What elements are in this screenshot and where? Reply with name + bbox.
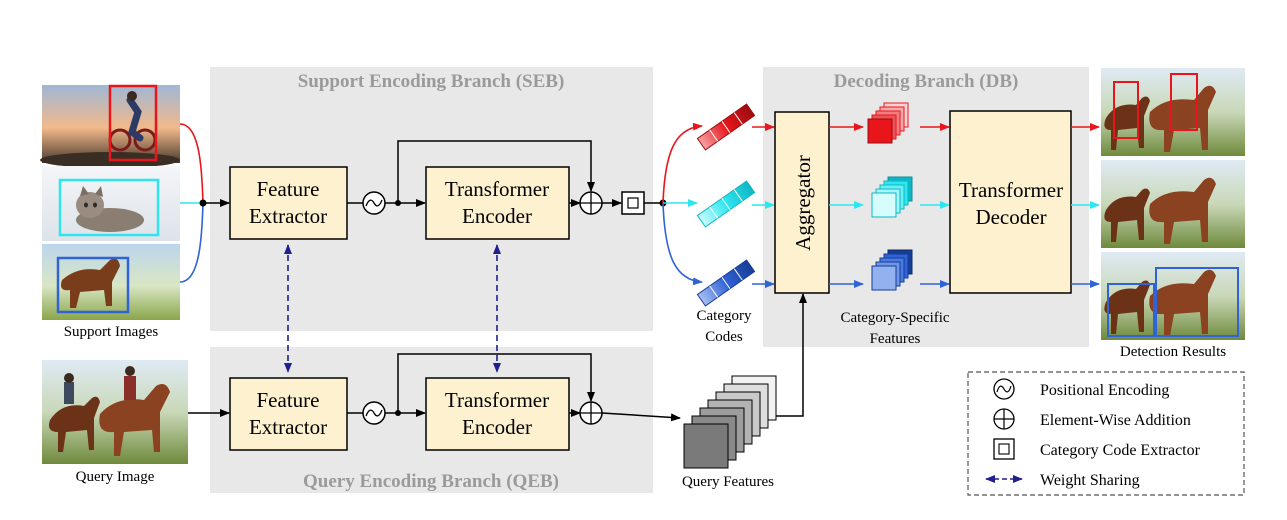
- bbox-blue: [56, 256, 130, 314]
- legend-weight-sharing: Weight Sharing: [1040, 472, 1140, 489]
- category-specific-line2: Features: [870, 331, 921, 347]
- category-code-blue: [696, 259, 756, 307]
- category-specific-line1: Category-Specific: [840, 310, 949, 326]
- category-codes-line1: Category: [697, 308, 752, 324]
- seb-positional-encoding-icon: [362, 191, 386, 215]
- category-code-cyan: [696, 180, 756, 228]
- seb-feature-extractor: [229, 166, 348, 240]
- query-features-stack: [683, 375, 777, 469]
- td-line2: Decoder: [975, 205, 1046, 229]
- seb-addition-icon: [579, 191, 603, 215]
- result-bbox-red-2: [1170, 73, 1198, 131]
- query-features-caption: Query Features: [682, 474, 774, 490]
- seb-fe-line1: Feature: [257, 177, 320, 201]
- red-split: [662, 122, 703, 204]
- transformer-decoder-box: [949, 110, 1072, 294]
- result-bbox-red-1: [1113, 81, 1139, 139]
- bbox-red: [108, 84, 158, 162]
- detection-result-red: [1101, 68, 1245, 156]
- query-image-caption: Query Image: [76, 469, 155, 485]
- feature-stack-red: [867, 102, 909, 144]
- detection-result-cyan: [1101, 160, 1245, 248]
- support-image-horse: [42, 244, 180, 320]
- red-flow-in: [179, 123, 204, 204]
- category-codes-line2: Codes: [705, 329, 743, 345]
- blue-flow-in: [179, 202, 204, 283]
- aggregator-box: [774, 111, 830, 294]
- query-image: [42, 360, 188, 464]
- result-bbox-blue-1: [1107, 283, 1155, 337]
- result-bbox-blue-2: [1155, 267, 1239, 337]
- seb-transformer-encoder: [425, 166, 570, 240]
- db-title: Decoding Branch (DB): [834, 71, 1019, 92]
- support-image-cat: [42, 166, 180, 241]
- qeb-transformer-encoder: [425, 377, 570, 451]
- td-line1: Transformer: [959, 178, 1063, 202]
- seb-fe-line2: Extractor: [249, 204, 327, 228]
- seb-te-line1: Transformer: [445, 177, 549, 201]
- qeb-fe-line2: Extractor: [249, 415, 327, 439]
- legend-category-code-extractor: Category Code Extractor: [1040, 442, 1201, 459]
- aggregator-label: Aggregator: [791, 155, 815, 251]
- detection-results-caption: Detection Results: [1120, 344, 1226, 360]
- qeb-title: Query Encoding Branch (QEB): [303, 471, 559, 492]
- qeb-te-line1: Transformer: [445, 388, 549, 412]
- support-image-bike: [40, 84, 180, 168]
- seb-title: Support Encoding Branch (SEB): [298, 71, 565, 92]
- support-images-caption: Support Images: [64, 324, 159, 340]
- qeb-feature-extractor: [229, 377, 348, 451]
- feature-stack-blue: [871, 249, 913, 291]
- blue-split: [662, 202, 703, 286]
- qeb-fe-line1: Feature: [257, 388, 320, 412]
- legend-code-extractor-icon: [993, 438, 1015, 460]
- legend-positional-encoding: Positional Encoding: [1040, 382, 1169, 399]
- qeb-te-line2: Encoder: [462, 415, 532, 439]
- category-code-extractor-icon: [621, 191, 645, 215]
- detection-result-blue: [1101, 252, 1245, 340]
- category-code-red: [696, 103, 756, 151]
- legend-addition-icon: [993, 408, 1015, 430]
- qeb-positional-encoding-icon: [362, 401, 386, 425]
- bbox-cyan: [58, 178, 160, 237]
- qeb-addition-icon: [579, 401, 603, 425]
- feature-stack-cyan: [871, 176, 913, 218]
- legend-positional-encoding-icon: [993, 378, 1015, 400]
- seb-te-line2: Encoder: [462, 204, 532, 228]
- legend-element-wise-addition: Element-Wise Addition: [1040, 412, 1191, 429]
